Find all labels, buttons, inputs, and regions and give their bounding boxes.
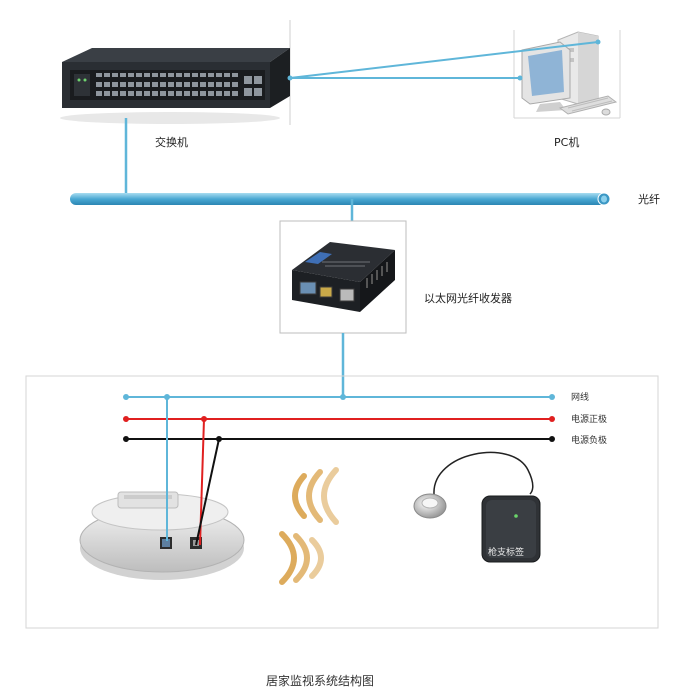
wireless-wave-icon (279, 467, 339, 585)
bus-line-network (123, 394, 555, 400)
fob-tag-icon (481, 495, 541, 563)
bus-label-network: 网线 (571, 393, 590, 403)
reader-negative-wire (195, 438, 220, 546)
reader-device-icon (79, 491, 245, 580)
network-switch-icon (60, 48, 290, 124)
fiber-transceiver-icon (279, 220, 407, 334)
lower-frame (25, 375, 659, 629)
fiber-bus (70, 192, 611, 206)
button-tag-icon (413, 451, 534, 519)
switch-pc-link (289, 41, 599, 79)
bus-label-power-negative: 电源负极 (571, 436, 608, 446)
bus-label-power-positive: 电源正极 (571, 415, 608, 425)
anchor-tag-label: 枪支标签 (488, 548, 525, 558)
bus-line-power-negative (123, 436, 555, 442)
switch-label: 交换机 (155, 136, 188, 149)
desktop-pc-icon (521, 31, 618, 116)
fiber-label: 光纤 (638, 193, 660, 206)
bus-line-power-positive (123, 416, 555, 422)
transceiver-label: 以太网光纤收发器 (424, 292, 512, 305)
diagram-caption: 居家监视系统结构图 (266, 674, 375, 688)
pc-label: PC机 (554, 136, 580, 149)
